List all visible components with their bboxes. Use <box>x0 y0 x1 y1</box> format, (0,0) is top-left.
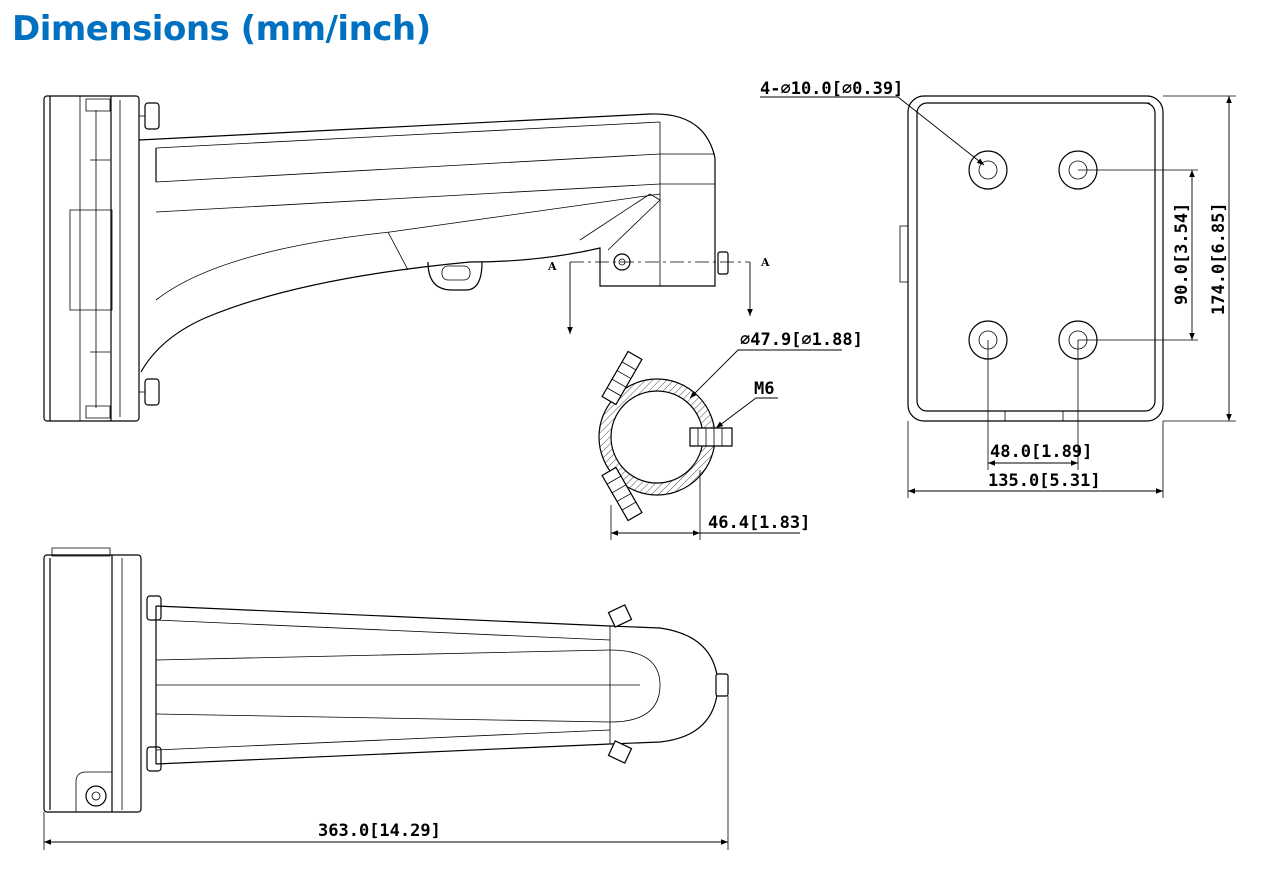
plate-front-view: 4-⌀10.0[⌀0.39] 90.0[3.54] 174.0[6.85] 48… <box>760 79 1236 498</box>
section-label-left: A <box>547 260 557 273</box>
plate-height-label: 174.0[6.85] <box>1209 202 1229 315</box>
pipe-section: ⌀47.9[⌀1.88] M6 46.4[1.83] <box>599 330 863 540</box>
plate-width-label: 135.0[5.31] <box>988 471 1101 491</box>
section-label-right: A <box>760 256 770 269</box>
hole-vertical-label: 90.0[3.54] <box>1172 203 1192 305</box>
side-view: A A <box>44 96 770 421</box>
total-length-label: 363.0[14.29] <box>318 821 441 841</box>
pipe-width-label: 46.4[1.83] <box>708 513 810 533</box>
pipe-diameter-label: ⌀47.9[⌀1.88] <box>740 330 863 350</box>
holes-label: 4-⌀10.0[⌀0.39] <box>760 79 903 99</box>
screw-label: M6 <box>754 379 774 399</box>
page-title: Dimensions (mm/inch) <box>12 9 431 49</box>
top-view: 363.0[14.29] <box>44 548 728 850</box>
hole-horizontal-label: 48.0[1.89] <box>990 442 1092 462</box>
